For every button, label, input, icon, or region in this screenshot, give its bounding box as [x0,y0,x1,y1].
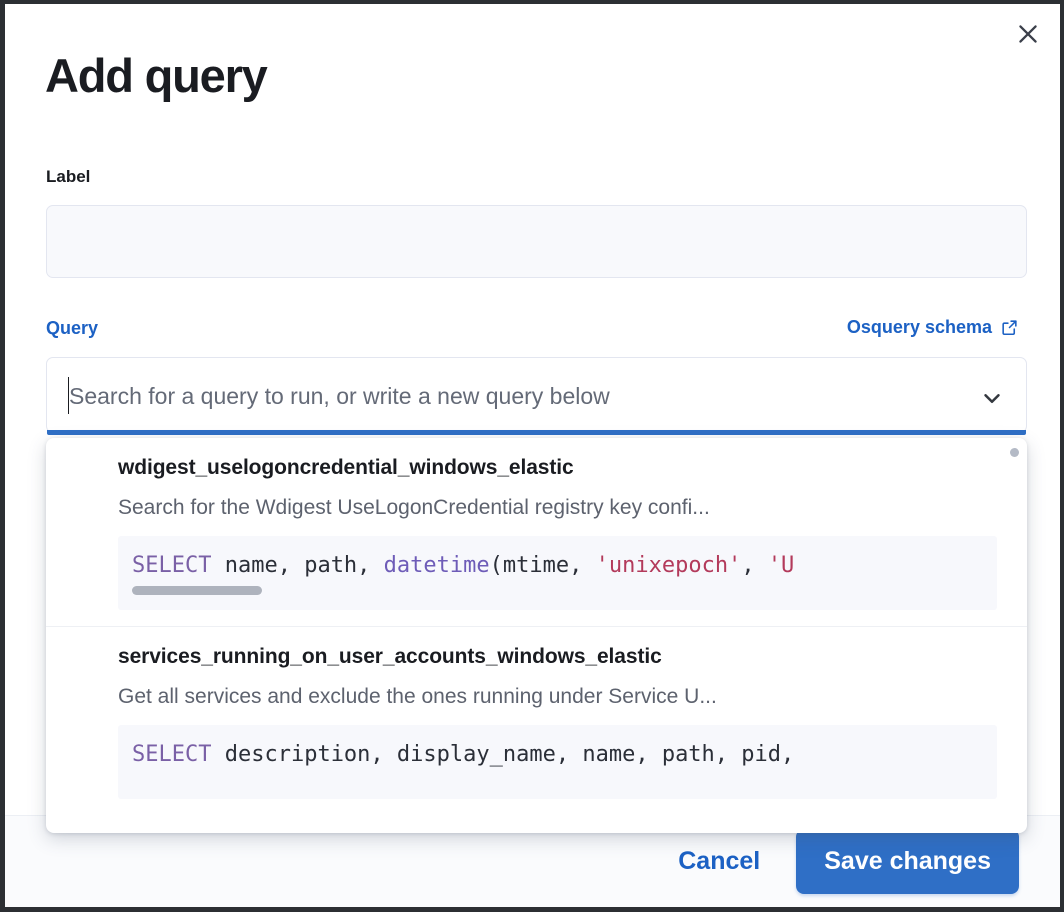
label-input[interactable] [46,205,1027,278]
label-field-label: Label [46,167,91,186]
save-changes-button[interactable]: Save changes [796,829,1019,894]
option-code-block: SELECT name, path, datetime(mtime, 'unix… [118,536,997,610]
option-description: Get all services and exclude the ones ru… [118,685,717,708]
option-title: wdigest_uselogoncredential_windows_elast… [118,456,574,479]
code-scroll-track[interactable] [118,580,997,602]
code-scrollbar-thumb[interactable] [132,586,262,595]
close-icon[interactable] [1008,14,1048,54]
dropdown-scrollbar[interactable] [1010,448,1019,457]
option-code-block: SELECT description, display_name, name, … [118,725,997,799]
list-item[interactable]: services_running_on_user_accounts_window… [46,626,1027,799]
dropdown-list: wdigest_uselogoncredential_windows_elast… [46,438,1027,833]
query-search-input[interactable] [69,376,969,416]
chevron-down-icon[interactable] [978,384,1006,412]
text-caret [68,377,69,414]
flyout-footer: Cancel Save changes [5,815,1060,907]
code-scroll-track[interactable] [118,769,997,791]
add-query-flyout: Add query Label Query Osquery schema [5,4,1060,907]
option-description: Search for the Wdigest UseLogonCredentia… [118,496,710,519]
option-title: services_running_on_user_accounts_window… [118,645,662,668]
osquery-schema-link[interactable]: Osquery schema [847,317,1019,338]
query-options-dropdown[interactable]: wdigest_uselogoncredential_windows_elast… [46,438,1027,833]
cancel-button[interactable]: Cancel [668,839,770,884]
option-code-text: SELECT description, display_name, name, … [132,742,795,767]
query-field-label: Query [46,318,99,338]
external-link-icon [1000,318,1019,337]
list-item[interactable]: wdigest_uselogoncredential_windows_elast… [46,438,1027,610]
query-combobox[interactable] [46,357,1027,435]
page-title: Add query [45,49,268,102]
option-code-text: SELECT name, path, datetime(mtime, 'unix… [132,553,795,578]
osquery-schema-link-label: Osquery schema [846,317,992,337]
